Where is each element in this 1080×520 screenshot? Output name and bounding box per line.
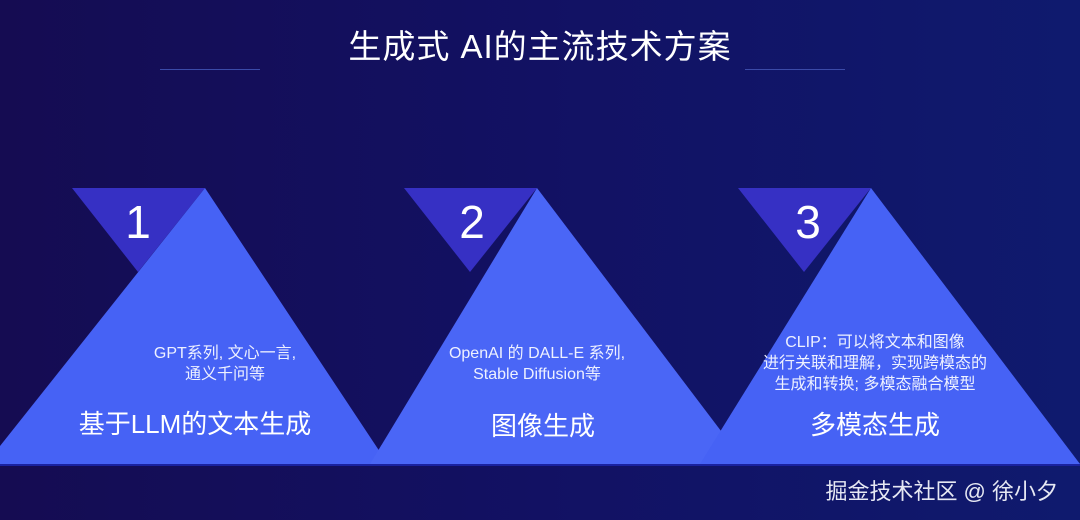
main-triangle-2 — [370, 188, 746, 464]
card-1-number: 1 — [125, 196, 151, 248]
card-2-desc-line: Stable Diffusion等 — [473, 366, 601, 383]
card-2-number: 2 — [459, 196, 485, 248]
card-1-desc-line: 通义千问等 — [184, 366, 265, 383]
card-3-desc-line: CLIP：可以将文本和图像 — [785, 334, 965, 351]
card-2-desc-line: OpenAI 的 DALL-E 系列, — [448, 345, 626, 362]
main-triangle-1 — [0, 188, 388, 464]
card-1-desc-line: GPT系列, 文心一言, — [153, 345, 297, 362]
main-triangle-3 — [700, 188, 1080, 464]
title-rule-right — [745, 69, 845, 70]
base-strip — [0, 463, 1080, 466]
card-3-desc-line: 生成和转换; 多模态融合模型 — [774, 376, 976, 393]
watermark: 掘金技术社区 @ 徐小夕 — [825, 479, 1058, 504]
card-1-heading: 基于LLM的文本生成 — [78, 409, 312, 439]
card-3-desc-line: 进行关联和理解，实现跨模态的 — [762, 355, 987, 372]
card-3-number: 3 — [795, 196, 821, 248]
number-triangle-1 — [72, 188, 205, 272]
page-title: 生成式 AI的主流技术方案 — [348, 28, 732, 65]
card-3-description: CLIP：可以将文本和图像 进行关联和理解，实现跨模态的 生成和转换; 多模态融… — [735, 332, 1015, 395]
card-2-heading: 图像生成 — [490, 411, 595, 441]
number-triangle-2 — [404, 188, 537, 272]
title-block: 生成式 AI的主流技术方案 — [0, 22, 1080, 72]
number-triangle-3 — [738, 188, 871, 272]
title-rule-left — [160, 69, 260, 70]
card-1-description: GPT系列, 文心一言, 通义千问等 — [95, 343, 355, 385]
card-2-description: OpenAI 的 DALL-E 系列, Stable Diffusion等 — [402, 343, 672, 385]
card-3-heading: 多模态生成 — [809, 410, 940, 440]
